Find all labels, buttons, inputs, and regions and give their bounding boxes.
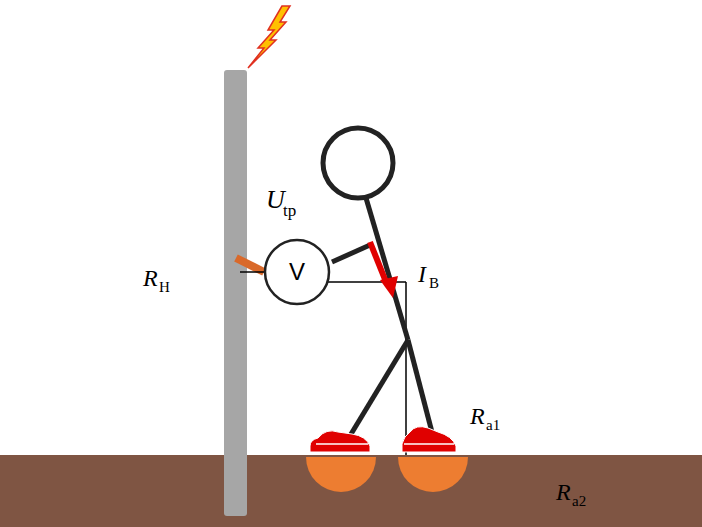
shoe xyxy=(402,427,456,452)
pole xyxy=(224,70,247,516)
resistance-symbol: R xyxy=(556,480,571,504)
meter-circle xyxy=(265,240,329,304)
symbol-subscript: B xyxy=(429,276,439,291)
ground xyxy=(0,455,702,527)
leg xyxy=(408,340,434,440)
lightning-bolt xyxy=(248,6,290,68)
probe-handle xyxy=(236,258,264,272)
wire xyxy=(240,271,266,273)
voltage-symbol: U xyxy=(266,187,285,213)
wire xyxy=(405,282,407,455)
shoe-sole xyxy=(316,443,368,445)
earth-resistance-zone xyxy=(398,457,468,492)
head xyxy=(323,128,393,198)
symbol-subscript: H xyxy=(159,280,170,295)
current-path xyxy=(370,242,386,282)
shoe xyxy=(310,431,370,452)
shoe-sole xyxy=(404,443,454,445)
body xyxy=(366,198,408,340)
current-symbol: I xyxy=(418,262,426,286)
voltmeter: V xyxy=(263,238,331,306)
meter-symbol: V xyxy=(289,260,305,284)
symbol-subscript: a2 xyxy=(572,494,586,509)
resistance-symbol: R xyxy=(143,266,158,290)
symbol-subscript: tp xyxy=(283,202,296,219)
earth-resistance-zone xyxy=(306,457,376,492)
leg xyxy=(345,340,408,444)
resistance-symbol: R xyxy=(470,404,485,428)
symbol-subscript: a1 xyxy=(486,418,500,433)
current-arrow xyxy=(380,276,398,298)
arm xyxy=(332,245,370,262)
